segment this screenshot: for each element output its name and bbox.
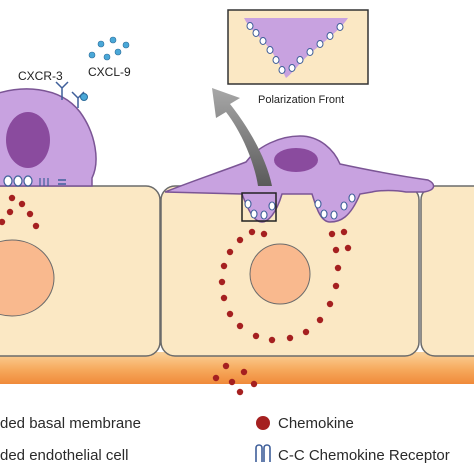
legend: ded basal membrane ded endothelial cell … (0, 415, 450, 464)
leukocyte-nucleus-left (6, 112, 50, 168)
label-cxcl9: CXCL-9 (88, 65, 131, 79)
endothelial-cell-right (420, 185, 474, 357)
basal-membrane (0, 352, 474, 384)
endothelial-nucleus-left (0, 239, 55, 317)
endothelial-cell-layer (0, 185, 474, 357)
cxcl9-particles (88, 36, 130, 61)
legend-chemokine: Chemokine (278, 415, 354, 432)
inset-panel (227, 9, 369, 85)
legend-receptor: C-C Chemokine Receptor (278, 447, 450, 464)
inset-caption: Polarization Front (258, 94, 344, 106)
legend-receptor-icon (255, 444, 271, 462)
legend-endothelial-cell: ded endothelial cell (0, 447, 128, 464)
curved-arrow (212, 88, 272, 186)
receptor-protrusions-right (244, 193, 356, 220)
legend-basal-membrane: ded basal membrane (0, 415, 141, 432)
legend-chemokine-swatch (256, 416, 270, 430)
endothelial-nucleus-center (249, 243, 311, 305)
label-cxcr3: CXCR-3 (18, 69, 63, 83)
receptor-row-left (3, 175, 66, 187)
polarization-highlight-box (241, 192, 277, 222)
leukocyte-nucleus-right (274, 148, 318, 172)
leukocyte-right (164, 135, 435, 223)
chemokine-particles (0, 194, 352, 396)
receptor-cluster-left (55, 81, 88, 108)
